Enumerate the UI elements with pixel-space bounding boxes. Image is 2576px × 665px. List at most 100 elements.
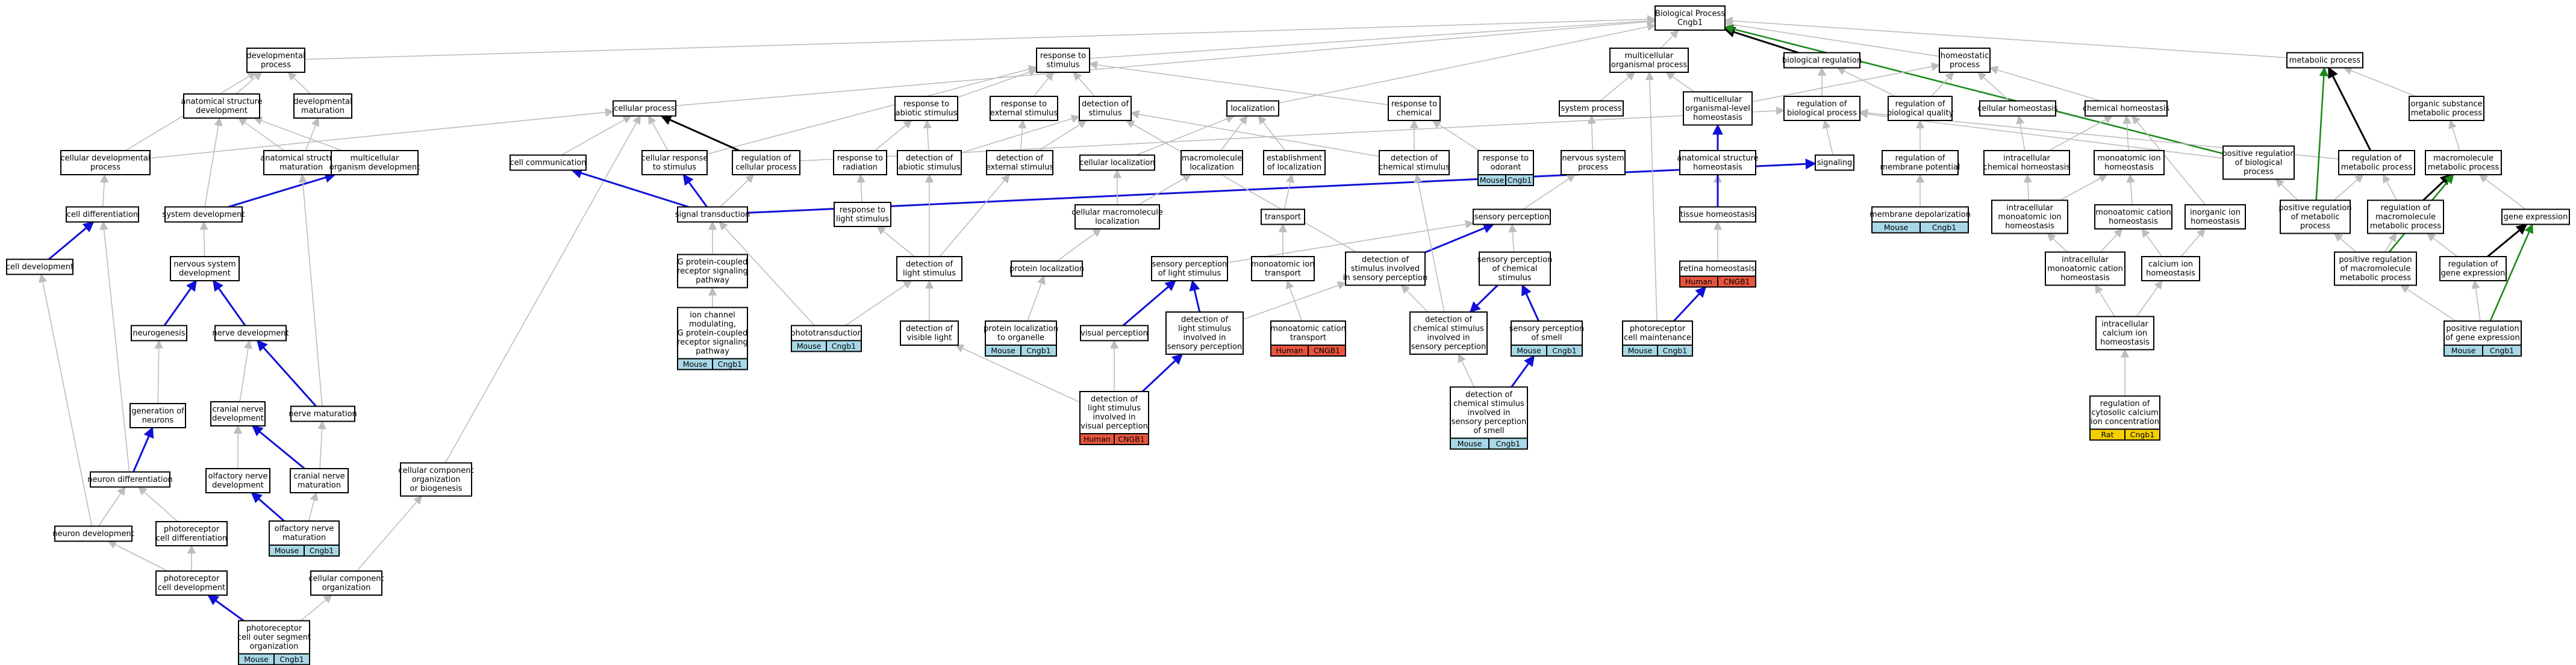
go-term-neurogen[interactable]: neurogenesis — [131, 325, 187, 342]
go-term-tissuehomeo[interactable]: tissue homeostasis — [1679, 206, 1756, 223]
go-term-neurdiff[interactable]: neuron differentiation — [87, 471, 173, 488]
go-term-geneexp[interactable]: gene expression — [2501, 208, 2570, 225]
go-term-transport[interactable]: transport — [1261, 208, 1305, 225]
go-term-metab[interactable]: metabolic process — [2286, 52, 2363, 69]
go-term-nervedev[interactable]: nerve development — [212, 325, 289, 342]
go-term-cellproc[interactable]: cellular process — [613, 100, 676, 117]
go-term-celldiff[interactable]: cell differentiation — [66, 206, 139, 223]
go-term-cellhomeo[interactable]: cellular homeostasis — [1977, 100, 2058, 117]
go-term-sensperc[interactable]: sensory perception — [1473, 208, 1551, 225]
go-term-nervemat[interactable]: nerve maturation — [288, 405, 357, 422]
go-term-bioreg[interactable]: biological regulation — [1782, 52, 1862, 69]
go-term-cellloc[interactable]: cellular localization — [1079, 154, 1155, 171]
go-term-signaling[interactable]: signaling — [1815, 154, 1854, 171]
go-term-localiz[interactable]: localization — [1226, 100, 1279, 117]
go-term-sigtrans[interactable]: signal transduction — [675, 206, 750, 223]
go-term-celldev[interactable]: cell development — [6, 258, 73, 275]
go-term-neurdev[interactable]: neuron development — [52, 525, 134, 542]
go-term-sysdev[interactable]: system development — [163, 206, 245, 223]
go-term-protloc[interactable]: protein localization — [1009, 260, 1084, 277]
go-term-sysproc[interactable]: system process — [1559, 100, 1624, 117]
go-term-visperc[interactable]: visual perception — [1080, 325, 1149, 342]
go-term-chemhomeo[interactable]: chemical homeostasis — [2083, 100, 2170, 117]
